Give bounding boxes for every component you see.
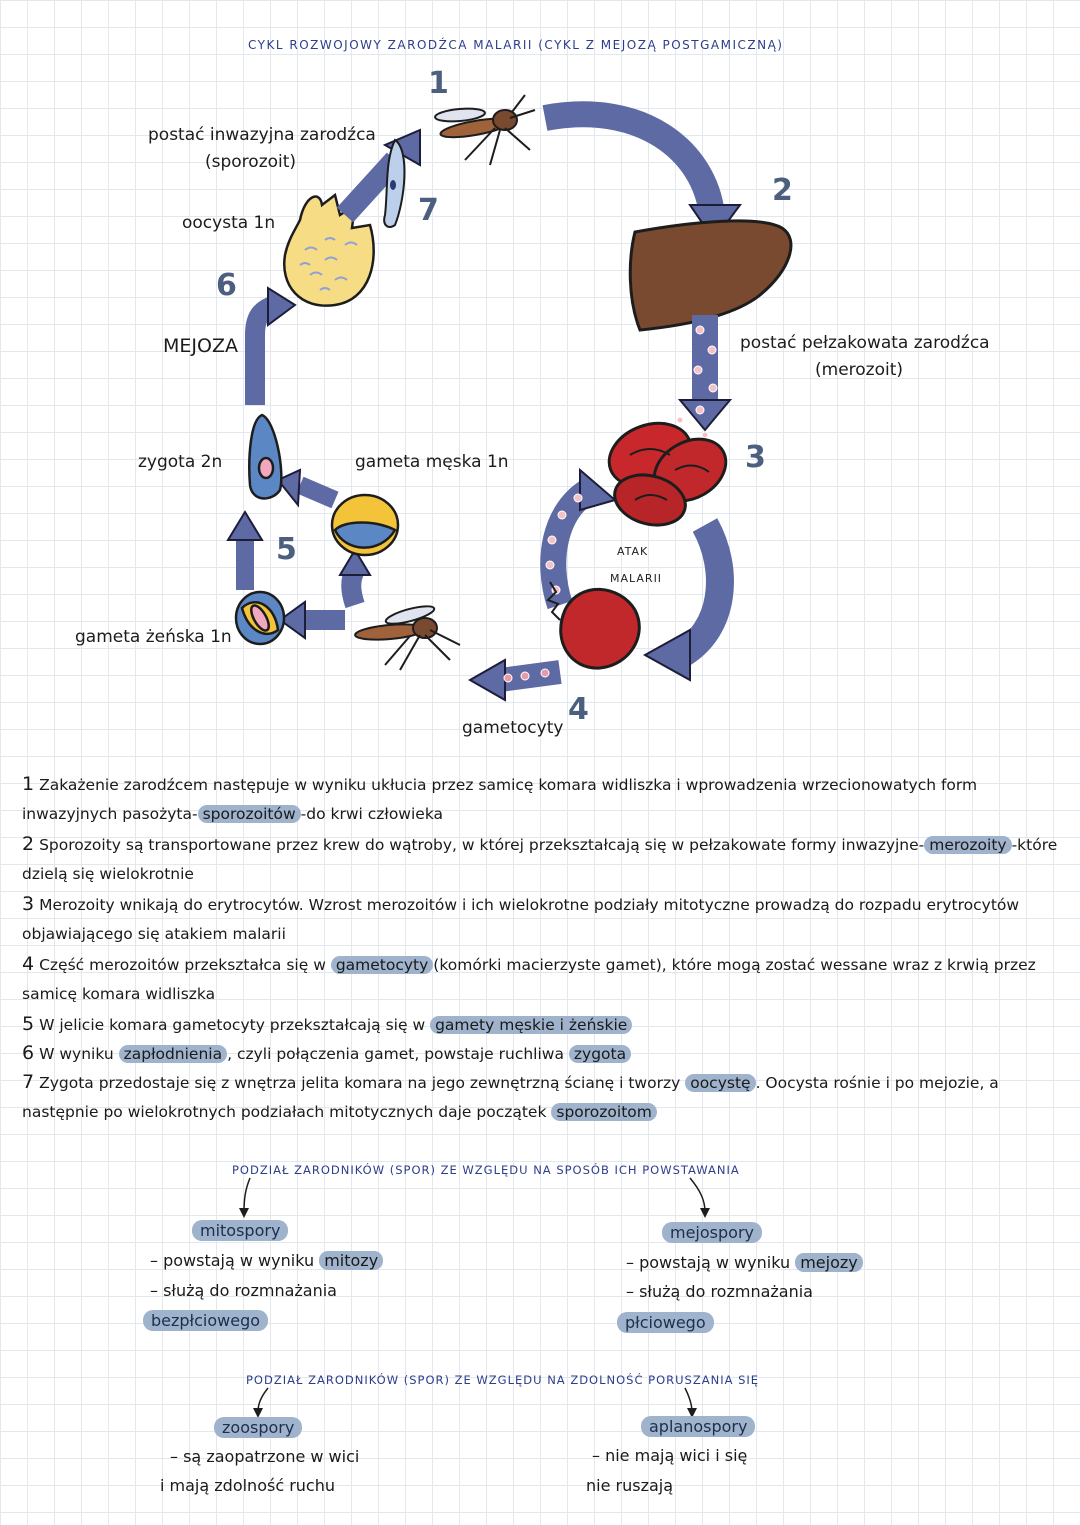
arrow-mosquito-to-liver [542,101,725,217]
step-number-4: 4 [568,692,589,727]
mejospory-line-2: – służą do rozmnażania [626,1282,813,1301]
mitospory-line-3: bezpłciowego [143,1310,269,1331]
label-mejoza: MEJOZA [163,335,238,357]
division1-header: PODZIAŁ ZARODNIKÓW (SPOR) ZE WZGLĘDU NA … [232,1163,740,1177]
step-number-3: 3 [745,440,766,475]
arrow-head-zygote2 [276,468,302,508]
arrow-to-burst-cell [672,518,734,668]
liver [628,219,793,332]
label-zygote: zygota 2n [138,452,223,472]
step-number-7: 7 [418,193,439,228]
division2-arrows [253,1387,697,1418]
burst-red-cell [559,587,641,670]
label-merozoite-sub: (merozoit) [815,360,904,380]
red-blood-cells [607,421,728,527]
diagram-title: CYKL ROZWOJOWY ZARODŹCA MALARII (CYKL Z … [248,38,784,52]
gametocyte-dots [503,668,550,683]
label-attack-1: ATAK [617,545,649,558]
arrow-head-burst [642,628,691,682]
arrow-head-blood [677,399,733,432]
division1-arrows [239,1177,710,1218]
female-gamete [234,590,286,646]
step-number-6: 6 [216,268,237,303]
arrow-head-male [338,548,372,576]
zoospory-line-2: i mają zdolność ruchu [160,1476,335,1495]
arrow-male-to-zygote [296,476,339,509]
arrow-head-gametocytes [467,658,506,702]
mitospory-label: mitospory [192,1220,289,1241]
step-number-5: 5 [276,532,297,567]
label-oocyst: oocysta 1n [182,213,276,233]
aplanospory-label: aplanospory [641,1416,756,1437]
male-gamete [330,493,400,557]
label-female-gamete: gameta żeńska 1n [75,627,232,647]
mitospory-line-2: – służą do rozmnażania [150,1281,337,1300]
label-gametocytes: gametocyty [462,718,564,738]
label-male-gamete: gameta męska 1n [355,452,509,472]
mejospory-label: mejospory [662,1222,762,1243]
arrow-head-female [278,600,306,640]
zygote [248,413,283,500]
aplanospory-line-1: – nie mają wici i się [592,1446,748,1465]
zoospory-line-1: – są zaopatrzone w wici [170,1447,360,1466]
burst-edge [546,581,561,621]
oocyst [282,192,375,307]
step-number-2: 2 [772,173,793,208]
mejospory-line-3: płciowego [617,1312,714,1333]
arrow-head-zygote1 [226,510,264,541]
division2-header: PODZIAŁ ZARODNIKÓW (SPOR) ZE WZGLĘDU NA … [246,1373,760,1387]
zoospory-label: zoospory [214,1417,303,1438]
malaria-cycle-diagram [226,94,793,702]
step-number-1: 1 [428,66,449,101]
arrow-head-oocyst [267,286,297,327]
label-attack-2: MALARII [610,572,663,585]
label-merozoite: postać pełzakowata zarodźca [740,333,990,353]
label-sporozoite-sub: (sporozoit) [205,152,297,172]
label-sporozoite: postać inwazyjna zarodźca [148,125,376,145]
reinfection-dots [545,493,583,595]
mitospory-line-1: – powstają w wyniku mitozy [150,1251,384,1270]
mejospory-line-1: – powstają w wyniku mejozy [626,1253,863,1272]
mosquito-bottom-icon [354,605,461,671]
aplanospory-line-2: nie ruszają [586,1476,674,1495]
arrow-oocyst-to-mosquito [336,152,404,223]
arrow-head-reinfection [579,467,618,512]
mosquito-top-icon [434,94,536,166]
